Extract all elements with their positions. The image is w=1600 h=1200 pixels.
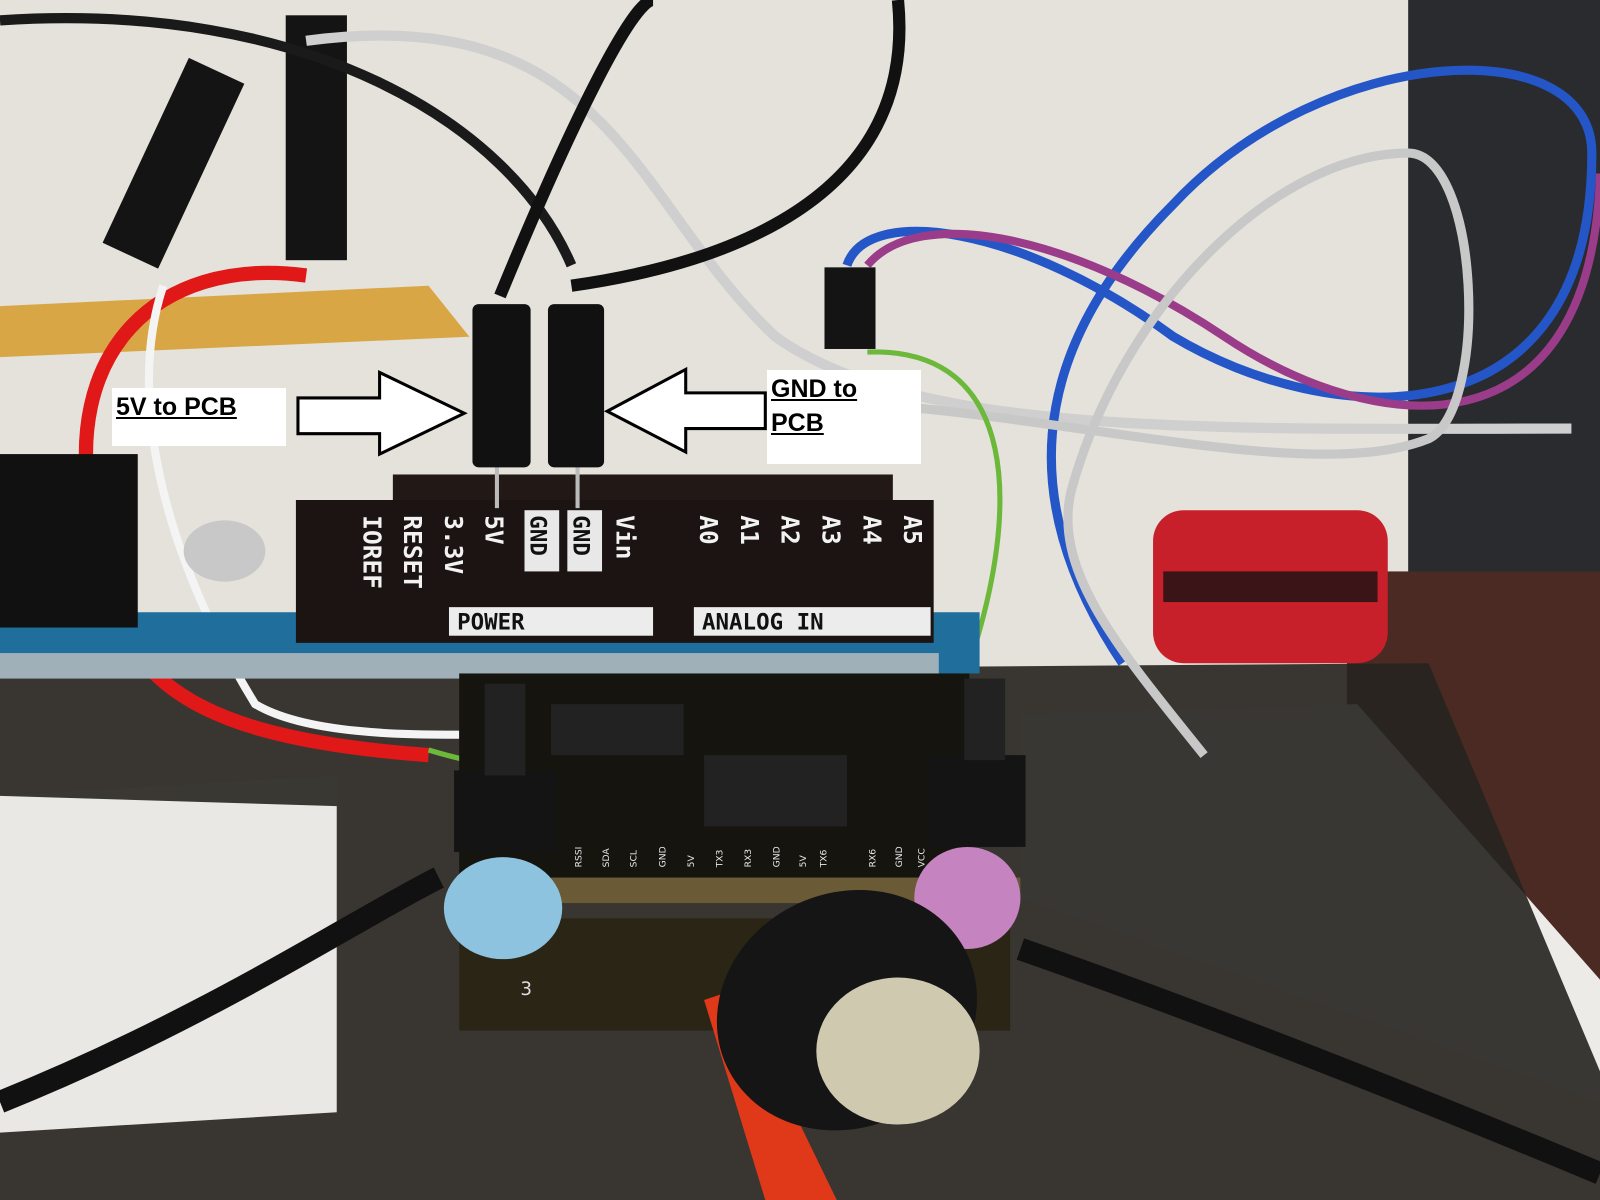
wire-blue (842, 65, 1597, 666)
pad-label: RSSI (574, 847, 585, 868)
screw (484, 683, 526, 776)
pad-label: RX6 (868, 849, 879, 868)
frame-cable-right (1016, 938, 1600, 1184)
standoff (454, 770, 557, 853)
chip (551, 704, 684, 756)
frame-cable (0, 867, 444, 1113)
pad-label: RX3 (743, 849, 754, 868)
pin-label: A1 (735, 515, 764, 544)
pad-label: GND (772, 846, 783, 867)
jumper-connector (824, 267, 876, 349)
pin-label: A3 (816, 515, 845, 544)
power-label: POWER (457, 610, 525, 636)
pad-label: GND (894, 846, 905, 867)
arrow-left-icon (603, 366, 767, 455)
fc-pad-labels: RSSI SDA SCL GND 5V TX3 RX3 GND 5V TX6 R… (574, 846, 928, 868)
jumper-5v (472, 304, 531, 468)
pin-label: A5 (898, 515, 927, 544)
pin-label: 5V (480, 515, 509, 545)
pin-label: A4 (857, 515, 886, 544)
pad-label: TX6 (819, 849, 830, 868)
pin-label: GND (525, 515, 551, 556)
analog-pin-labels: A0 A1 A2 A3 A4 A5 (694, 515, 927, 544)
blue-spacer (443, 857, 563, 960)
power-pin-labels: IOREF RESET 3.3V 5V GND GND Vin (357, 510, 639, 589)
capacitor-top (816, 977, 980, 1125)
jumper-connector (102, 57, 245, 269)
callout-5v-to-pcb: 5V to PCB (112, 388, 286, 446)
arrow-right-icon (296, 370, 468, 457)
pad-label: SDA (601, 848, 612, 868)
gnd-highlight (524, 510, 560, 572)
gnd-highlight (567, 510, 603, 572)
pin-label: 3.3V (439, 515, 468, 574)
wire-black-5v (494, 0, 655, 299)
pin-label: GND (567, 515, 593, 556)
pin-label: RESET (398, 515, 427, 589)
callout-gnd-to-pcb: GND to PCB (767, 370, 921, 464)
pin-label: Vin (610, 515, 639, 559)
dc-jack (0, 454, 138, 628)
pad-label: GND (657, 846, 668, 867)
mcu-chip (704, 755, 847, 827)
wire-purple (864, 173, 1600, 410)
callout-text: 5V to PCB (116, 393, 237, 421)
pad-label: 5V (798, 855, 809, 868)
standoff (928, 755, 1026, 847)
wire-black-gnd (570, 0, 906, 292)
esc-label: 3 (520, 979, 532, 1000)
pad-label: 5V (686, 855, 697, 868)
screw (964, 678, 1006, 761)
pin-label: A2 (776, 515, 805, 544)
analog-label-box (693, 607, 931, 636)
pad-label: SCL (629, 849, 640, 867)
paper-under-frame (0, 795, 337, 1133)
power-label-box (448, 607, 654, 636)
capacitor (183, 520, 266, 582)
callout-text-line1: GND to (771, 375, 858, 403)
callout-text-line2: PCB (771, 409, 824, 437)
motor-band (1163, 571, 1378, 603)
jumper-gnd (547, 304, 605, 468)
analog-in-label: ANALOG IN (702, 610, 824, 636)
pad-label: TX3 (714, 849, 725, 868)
pin-label: A0 (694, 515, 723, 544)
wire-white (917, 148, 1474, 758)
wire-grey (305, 30, 1572, 434)
pad-label: VCC (916, 848, 927, 867)
pin-label: IOREF (357, 515, 386, 589)
